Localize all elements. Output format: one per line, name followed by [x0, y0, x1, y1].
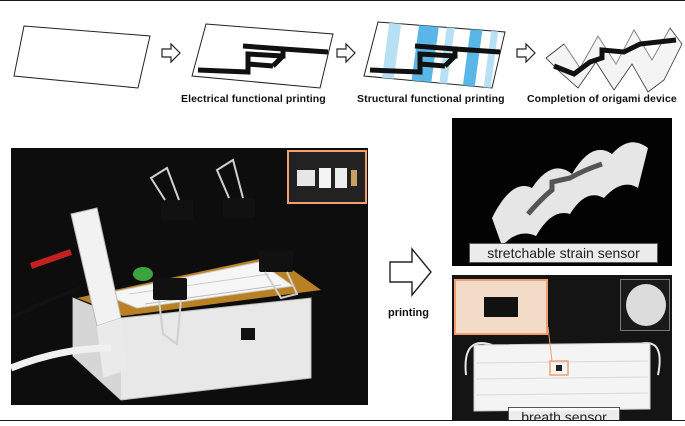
breath-sensor-photo: breath sensor [452, 275, 672, 420]
mask-front-inset [620, 279, 670, 331]
inset-components-photo [287, 150, 367, 204]
step-caption-structural: Structural functional printing [357, 93, 505, 105]
mask-illustration [464, 326, 661, 412]
printing-label: printing [388, 307, 429, 319]
strain-sensor-label: stretchable strain sensor [469, 243, 658, 263]
printing-arrow [389, 247, 432, 297]
printer-illustration [11, 158, 321, 401]
process-arrow-3 [516, 42, 536, 64]
strain-sensor-photo: stretchable strain sensor [452, 118, 672, 266]
breath-sensor-label: breath sensor [508, 407, 620, 420]
structural-sheet [363, 21, 506, 89]
printer-photo [11, 148, 368, 405]
blank-sheet [13, 25, 151, 89]
electrical-sheet [191, 23, 334, 89]
top-rule [0, 0, 685, 1]
process-arrow-2 [336, 42, 356, 64]
sensor-chip [484, 297, 518, 317]
step-caption-electrical: Electrical functional printing [181, 93, 326, 105]
mask-front-view [626, 284, 666, 326]
process-arrow-1 [161, 42, 181, 64]
sensor-zoom-inset [454, 279, 548, 335]
strain-sensor-illustration [492, 142, 648, 246]
step-caption-completion: Completion of origami device [527, 93, 677, 105]
origami-device [545, 27, 683, 93]
bottom-rule [0, 420, 685, 421]
